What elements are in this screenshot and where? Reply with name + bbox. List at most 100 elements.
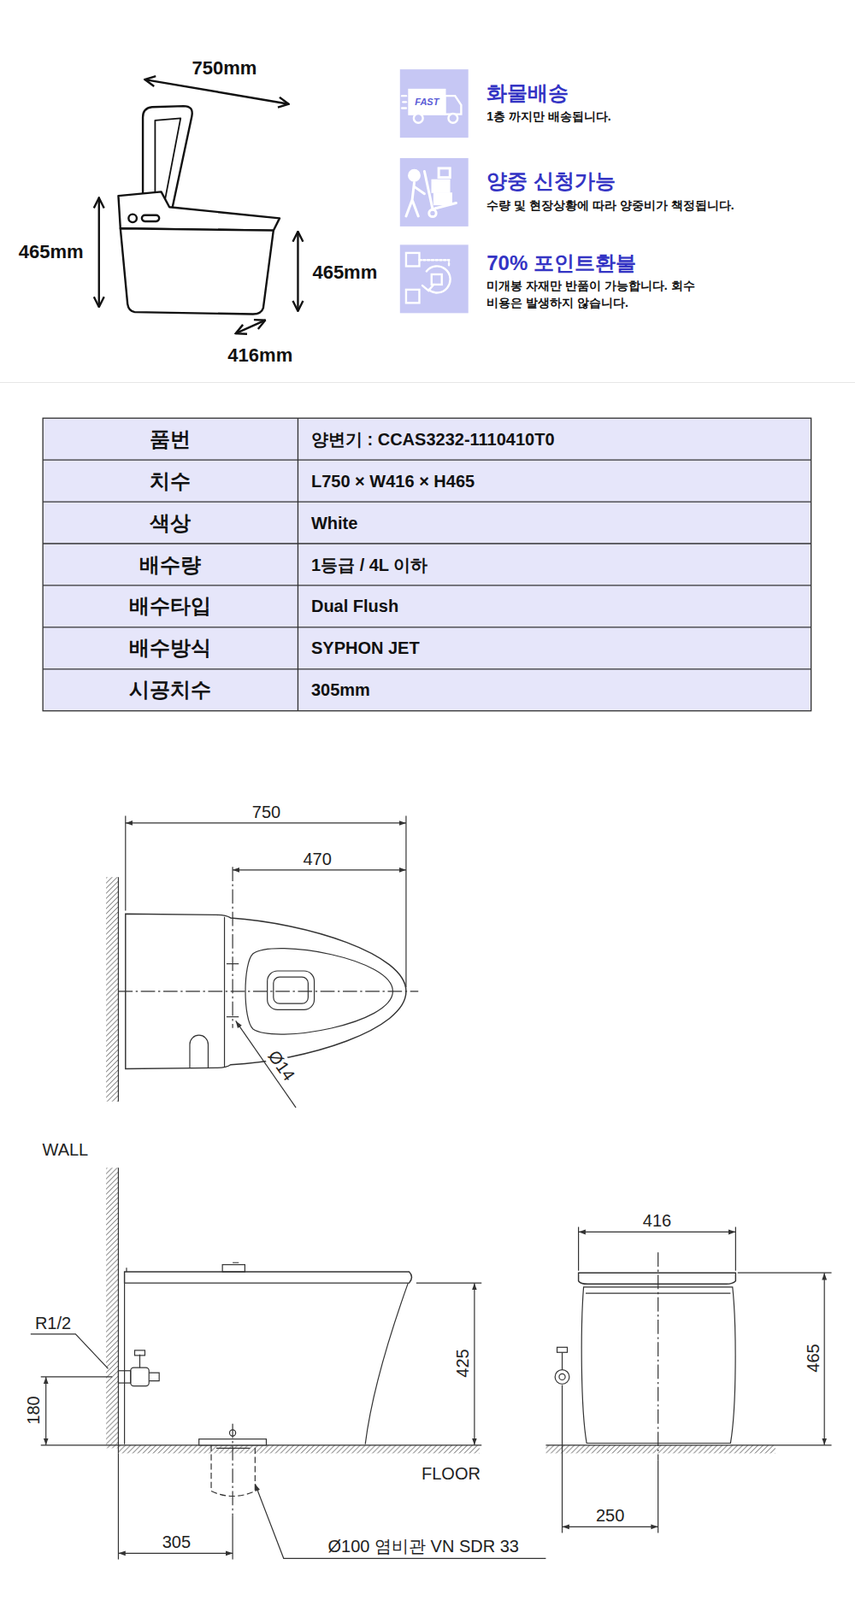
spec-table xyxy=(42,418,812,711)
spec-table xyxy=(42,668,812,670)
feature-heading: 화물배송 xyxy=(486,81,569,106)
drawing-dimension: 425 xyxy=(452,1348,472,1380)
top-view xyxy=(231,866,233,1029)
feature-icon xyxy=(401,106,407,109)
table-header: 시공치수 xyxy=(129,678,212,702)
spec-table xyxy=(42,626,812,628)
side-view xyxy=(41,1376,113,1378)
table-value: Dual Flush xyxy=(311,596,399,617)
top-view xyxy=(125,822,407,824)
drawing-dimension: 470 xyxy=(300,849,333,869)
feature-icon xyxy=(400,244,469,313)
feature-icon xyxy=(413,113,424,124)
dimension-label: 750mm xyxy=(192,57,258,79)
front-view xyxy=(557,1347,568,1353)
table-header: 배수타입 xyxy=(129,595,212,620)
side-view xyxy=(123,1283,125,1445)
top-view xyxy=(226,1016,239,1018)
table-header: 배수방식 xyxy=(129,636,212,661)
feature-item: FAST 화물배송1층 까지만 배송됩니다. xyxy=(400,69,817,138)
side-view xyxy=(117,1167,119,1454)
dimension-arrow xyxy=(235,320,266,335)
dimension-label: 416mm xyxy=(227,345,293,367)
top-view xyxy=(189,1035,208,1068)
dimension-arrow xyxy=(144,79,289,105)
feature-icon xyxy=(406,253,451,303)
front-view xyxy=(577,1227,579,1272)
drawing-dimension: 750 xyxy=(250,801,283,822)
side-view xyxy=(254,1484,546,1559)
toilet-illustration xyxy=(128,214,137,224)
feature-icon xyxy=(429,209,437,217)
spec-table xyxy=(42,584,812,586)
top-view xyxy=(232,869,407,871)
side-view xyxy=(30,1334,109,1370)
table-value: SYPHON JET xyxy=(311,638,420,659)
feature-item: 양중 신청가능수량 및 현장상황에 따라 양중비가 책정됩니다. xyxy=(400,158,817,227)
top-view xyxy=(106,877,118,1103)
feature-icon xyxy=(431,274,443,285)
side-view xyxy=(365,1283,408,1445)
front-view xyxy=(737,1273,832,1274)
side-view xyxy=(117,1453,119,1560)
toilet-illustration xyxy=(117,106,280,314)
front-view xyxy=(561,1352,563,1370)
top-view xyxy=(106,816,419,1109)
side-view xyxy=(416,1283,482,1285)
feature-icon xyxy=(434,194,451,205)
table-value: 1등급 / 4L 이하 xyxy=(311,554,428,575)
side-view xyxy=(130,1368,149,1386)
side-view xyxy=(117,1445,479,1455)
spec-table xyxy=(42,501,812,502)
front-view xyxy=(824,1273,826,1446)
toilet-illustration xyxy=(141,215,160,222)
toilet-illustration xyxy=(120,228,274,314)
spec-table xyxy=(42,459,812,461)
side-view xyxy=(231,1424,233,1516)
front-view xyxy=(578,1273,737,1285)
side-view xyxy=(117,1371,130,1384)
drawing-dimension: 305 xyxy=(160,1533,193,1553)
front-view xyxy=(561,1385,563,1534)
icon-text: FAST xyxy=(414,96,439,108)
feature-icon xyxy=(400,244,469,313)
side-view xyxy=(106,1167,118,1449)
feature-icon xyxy=(400,69,469,138)
front-view xyxy=(545,1227,832,1534)
dimension-label: 465mm xyxy=(18,241,84,263)
dimension-arrow xyxy=(99,79,299,334)
feature-icon xyxy=(400,158,469,227)
top-view xyxy=(226,963,239,965)
spec-table xyxy=(297,418,299,711)
side-view xyxy=(139,1355,141,1369)
side-view xyxy=(222,1265,245,1273)
feature-icon xyxy=(438,168,450,178)
side-view xyxy=(473,1283,475,1446)
feature-text: 1층 까지만 배송됩니다. xyxy=(486,107,611,125)
table-header: 품번 xyxy=(149,427,191,452)
feature-icon xyxy=(401,89,461,124)
front-view xyxy=(657,1252,659,1461)
feature-icon xyxy=(401,94,407,97)
top-view xyxy=(124,816,126,912)
drawing-dimension: 250 xyxy=(594,1506,626,1527)
spec-table xyxy=(42,542,812,544)
feature-icon xyxy=(406,182,425,217)
drawing-dimension: Ø100 염비관 VN SDR 33 xyxy=(326,1537,521,1557)
side-view xyxy=(30,1167,547,1560)
front-view xyxy=(545,1444,832,1446)
side-view xyxy=(117,1553,233,1555)
table-value: 양변기 : CCAS3232-1110410T0 xyxy=(311,429,555,449)
front-view xyxy=(735,1227,737,1272)
divider xyxy=(0,382,855,384)
table-value: L750 × W416 × H465 xyxy=(311,471,475,491)
front-view xyxy=(559,1373,566,1380)
feature-icon xyxy=(418,259,449,266)
feature-icon xyxy=(402,100,407,103)
table-header: 배수량 xyxy=(139,553,201,578)
top-view xyxy=(405,816,407,988)
feature-icon xyxy=(409,170,420,181)
feature-heading: 양중 신청가능 xyxy=(486,169,616,194)
